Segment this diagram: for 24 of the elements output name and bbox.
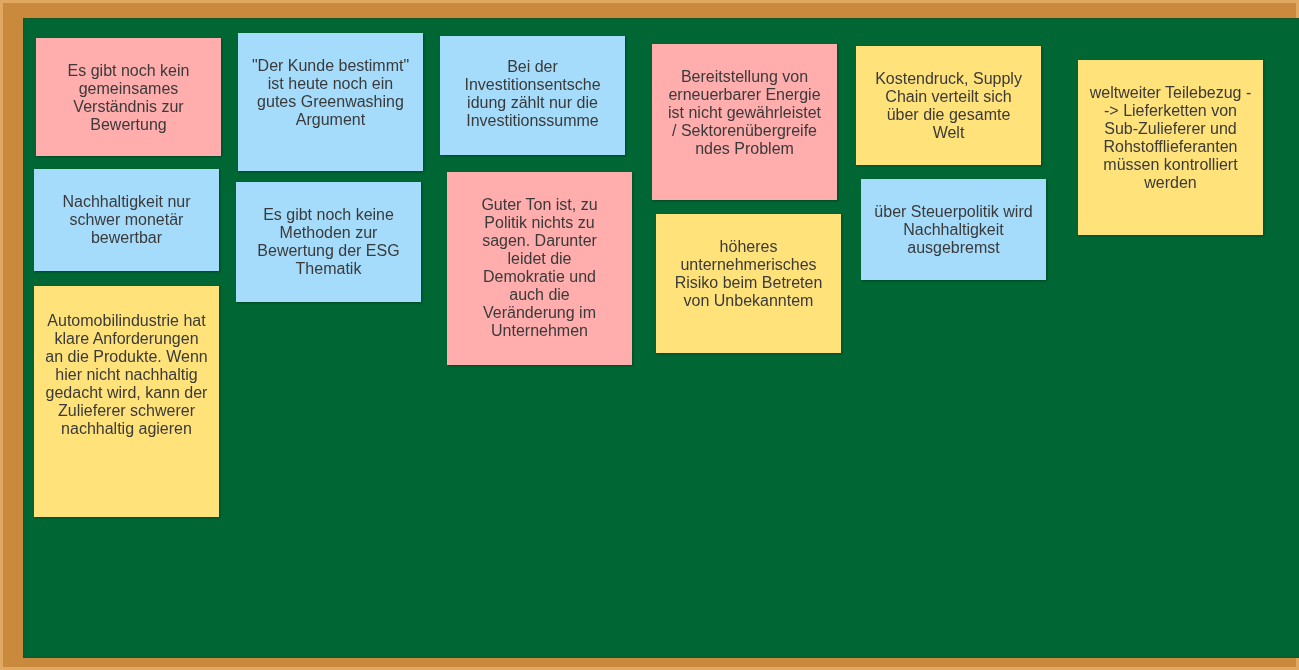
sticky-note [440,36,625,155]
sticky-note [656,214,841,353]
note-text: Kostendruck, Supply Chain verteilt sich über die gesamte Welt [874,70,1023,142]
note-text: höheres unternehmerisches Risiko beim Betreten von Unbekanntem [673,238,824,310]
note-text: über Steuerpolitik wird Nachhaltigkeit ausgebremst [873,203,1034,257]
sticky-note [236,182,421,302]
note-text: "Der Kunde bestimmt" ist heute noch ein gutes Greenwashing Argument [250,57,411,129]
sticky-note [447,172,632,365]
note-text: Es gibt noch kein gemeinsames Verständnis zur Bewertung [66,62,191,134]
sticky-note [34,169,219,271]
sticky-note [1078,60,1263,235]
note-text: weltweiter Teilebezug --> Lieferketten von Sub-Zulieferer und Rohstofflieferanten müssen kontrolliert werden [1088,84,1253,192]
sticky-note [861,179,1046,280]
note-text: Bereitstellung von erneuerbarer Energie ist nicht gewährleistet / Sektorenübergreife ndes Problem [667,68,822,158]
note-text: Automobilindustrie hat klare Anforderungen an die Produkte. Wenn hier nicht nachhaltig gedacht wird, kann der Zulieferer schwerer nachhaltig agieren [44,312,209,438]
note-text: Bei der Investitionsentsche idung zählt nur die Investitionssumme [463,58,602,130]
note-text: Nachhaltigkeit nur schwer monetär bewertbar [61,193,192,247]
sticky-note [856,46,1041,165]
note-text: Guter Ton ist, zu Politik nichts zu sagen. Darunter leidet die Demokratie und auch die Veränderung im Unternehmen [480,196,599,340]
sticky-note [34,286,219,517]
sticky-note [238,33,423,171]
note-text: Es gibt noch keine Methoden zur Bewertung der ESG Thematik [256,206,401,278]
sticky-note [36,38,221,156]
sticky-note [652,44,837,200]
